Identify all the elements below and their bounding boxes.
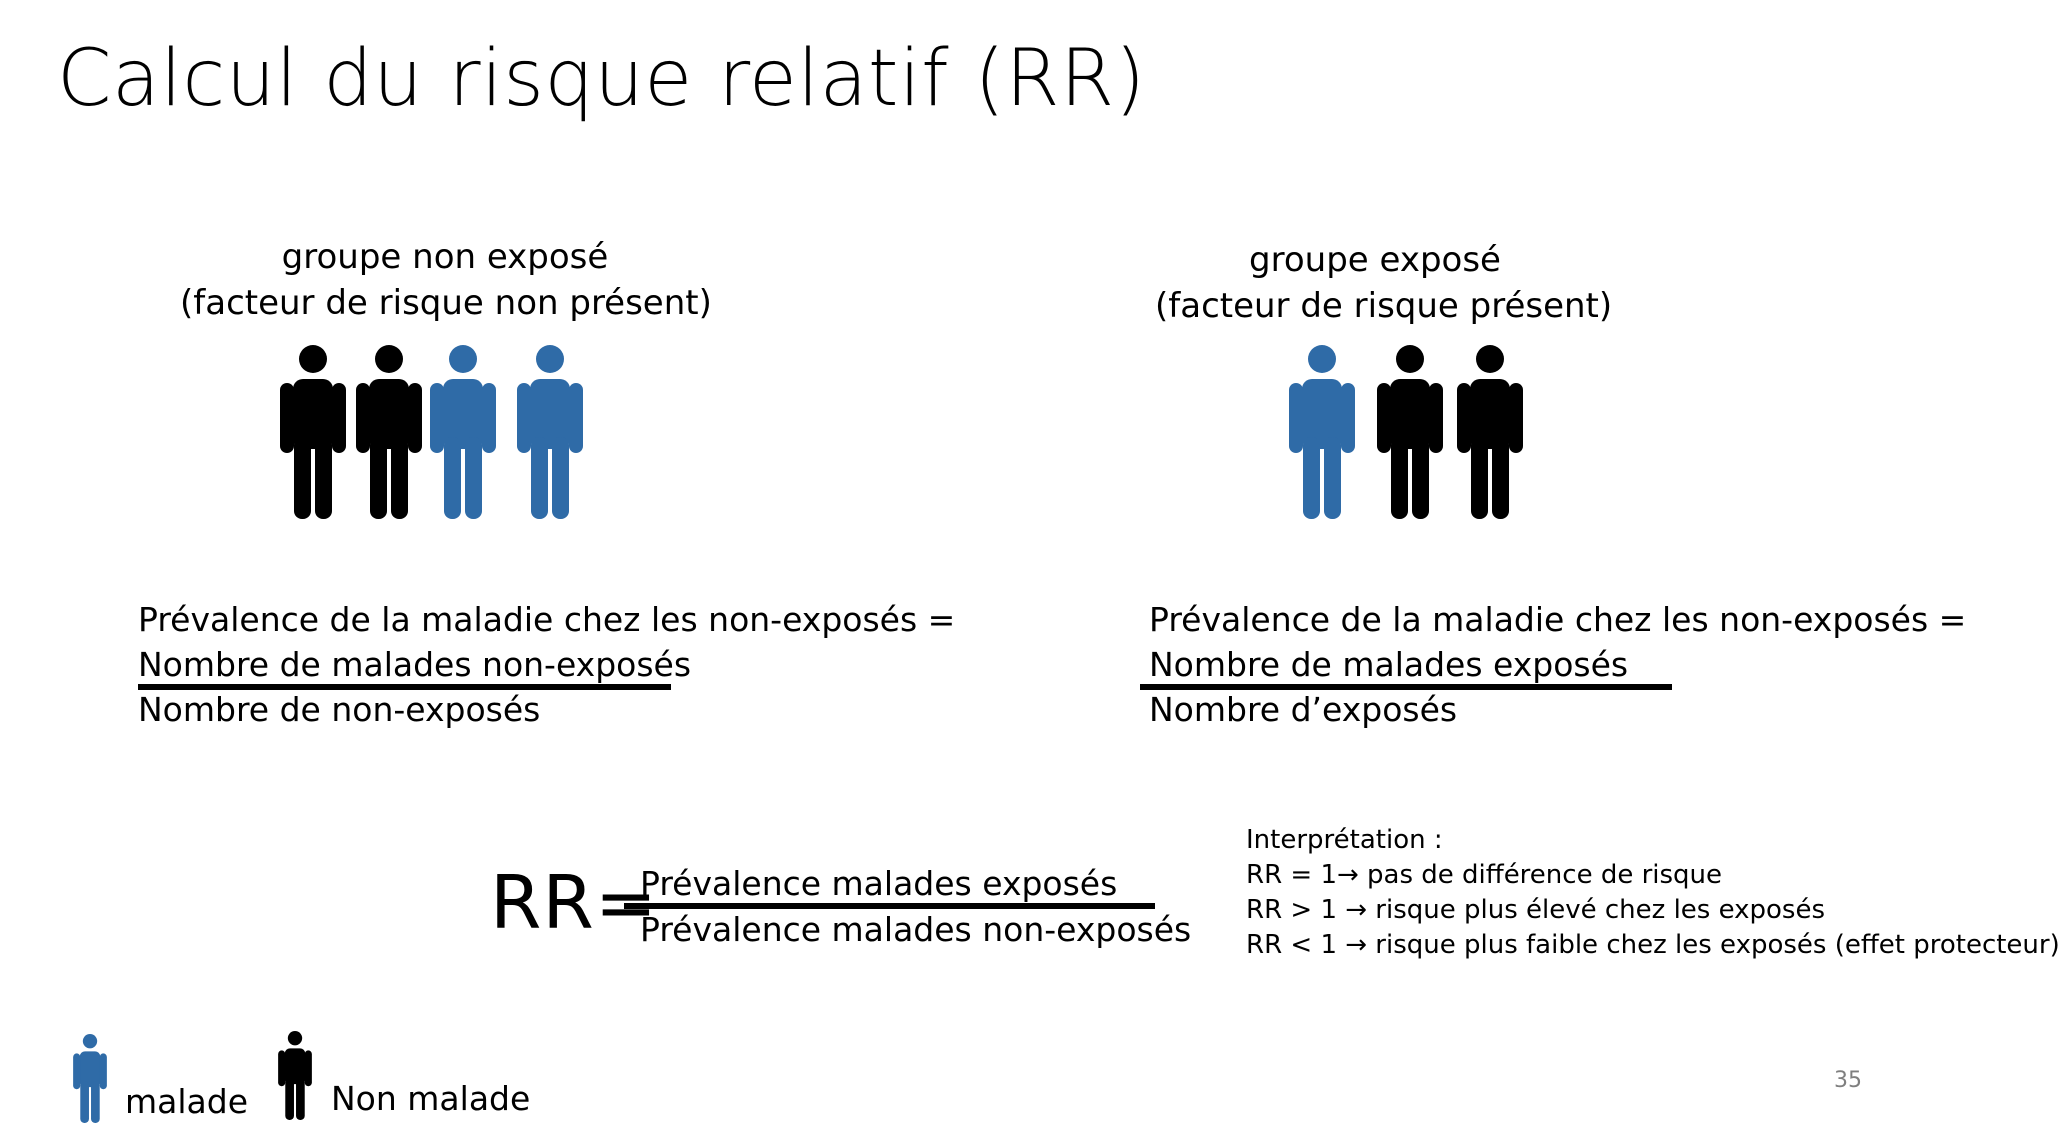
group-left-label-line1: groupe non exposé — [281, 237, 609, 277]
fraction-bar-left — [138, 684, 671, 690]
interpretation-line: RR < 1 → risque plus faible chez les exp… — [1246, 930, 2060, 960]
person-icon — [356, 345, 422, 519]
person-icon — [280, 345, 346, 519]
prevalence-left-denominator: Nombre de non-exposés — [138, 690, 541, 729]
prevalence-left-heading: Prévalence de la maladie chez les non-ex… — [138, 600, 956, 639]
prevalence-right-denominator: Nombre d’exposés — [1149, 690, 1458, 729]
group-left-label: groupe non exposé (facteur de risque non… — [180, 234, 712, 326]
prevalence-left: Prévalence de la maladie chez les non-ex… — [138, 597, 955, 732]
legend-malade-icon — [73, 1034, 107, 1123]
legend-non-malade-icon — [278, 1031, 312, 1120]
person-icon — [1289, 345, 1355, 519]
prevalence-left-numerator: Nombre de malades non-exposés — [138, 645, 692, 684]
person-icon — [517, 345, 583, 519]
interpretation-line: RR = 1→ pas de différence de risque — [1246, 860, 1723, 890]
person-icon — [430, 345, 496, 519]
page-number: 35 — [1834, 1068, 1862, 1093]
group-right-label-line2: (facteur de risque présent) — [1155, 286, 1613, 326]
interpretation-block: Interprétation : RR = 1→ pas de différen… — [1246, 823, 2060, 963]
person-icon — [1377, 345, 1443, 519]
slide-title: Calcul du risque relatif (RR) — [57, 34, 1146, 124]
legend-non-malade-label: Non malade — [331, 1079, 531, 1118]
prevalence-right: Prévalence de la maladie chez les non-ex… — [1149, 597, 1966, 732]
prevalence-right-heading: Prévalence de la maladie chez les non-ex… — [1149, 600, 1967, 639]
group-left-label-line2: (facteur de risque non présent) — [180, 283, 712, 323]
group-right-label-line1: groupe exposé — [1249, 240, 1501, 280]
legend-malade-label: malade — [125, 1082, 249, 1121]
rr-fraction-bar — [624, 903, 1155, 909]
rr-numerator: Prévalence malades exposés — [640, 864, 1118, 903]
fraction-bar-right — [1140, 684, 1672, 690]
interpretation-line: RR > 1 → risque plus élevé chez les expo… — [1246, 895, 1826, 925]
person-icon — [1457, 345, 1523, 519]
interpretation-heading: Interprétation : — [1246, 825, 1443, 855]
rr-denominator: Prévalence malades non-exposés — [640, 910, 1192, 949]
prevalence-right-numerator: Nombre de malades exposés — [1149, 645, 1629, 684]
group-right-label: groupe exposé (facteur de risque présent… — [1155, 237, 1613, 329]
